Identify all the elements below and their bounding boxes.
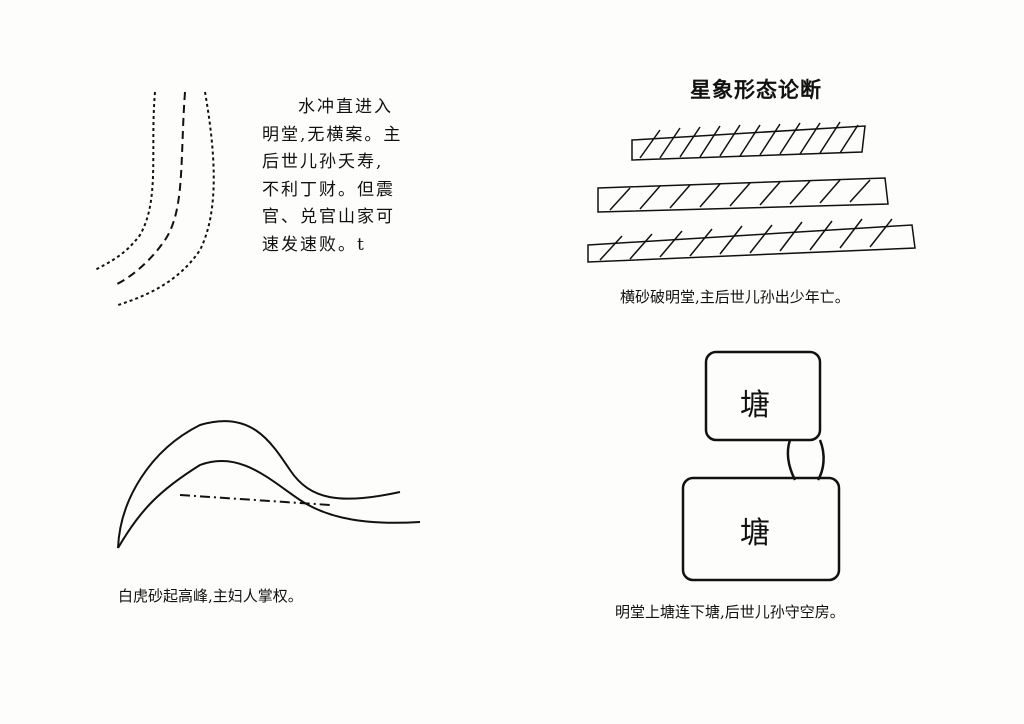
paragraph-line: 速发速败。t [262,234,366,255]
water-stream-sketch [94,91,215,306]
paragraph-line: 水冲直进入 [298,97,393,117]
water-stream-paragraph: 水冲直进入 明堂,无横案。主 后世儿孙夭寿, 不利丁财。但震 官、兑官山家可 速… [262,94,402,259]
paragraph-line: 不利丁财。但震 [262,179,395,200]
page-title: 星象形态论断 [690,77,822,102]
ponds-caption: 明堂上塘连下塘,后世儿孙守空房。 [615,603,845,621]
upper-pond-label: 塘 [740,388,770,423]
paragraph-line: 明堂,无横案。主 [262,124,403,145]
ponds-sketch [681,350,841,582]
white-tiger-caption: 白虎砂起高峰,主妇人掌权。 [118,587,303,605]
paragraph-line: 后世儿孙夭寿, [262,152,384,172]
white-tiger-sand-sketch [117,420,421,549]
horizontal-sand-sketch [587,121,916,263]
lower-pond-label: 塘 [740,516,770,551]
horizontal-sand-caption: 横砂破明堂,主后世儿孙出少年亡。 [620,288,850,306]
paragraph-line: 官、兑官山家可 [262,207,395,227]
